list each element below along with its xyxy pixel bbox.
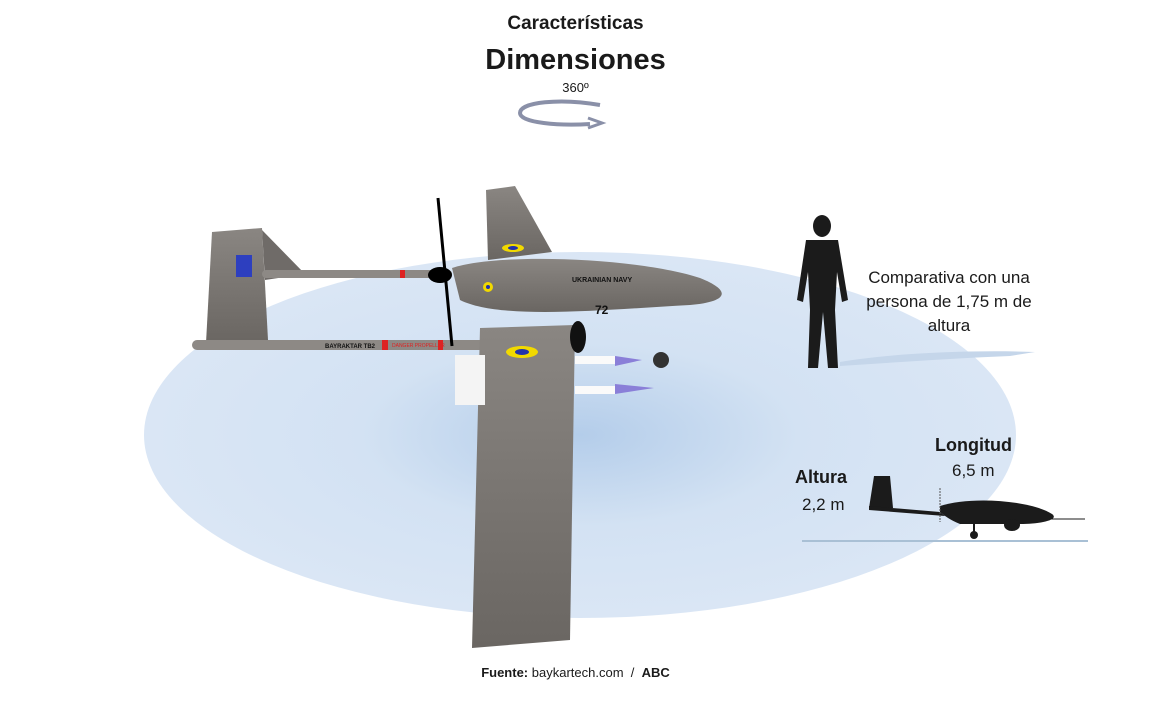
boom-marking: BAYRAKTAR TB2 (325, 344, 376, 350)
kicker: Características (507, 13, 644, 34)
person-comparison-text: Comparativa con una persona de 1,75 m de… (866, 268, 1032, 335)
shadow (840, 351, 1035, 366)
source-outlet: ABC (641, 665, 670, 680)
source-site: baykartech.com (531, 665, 624, 680)
warning-marking: DANGER PROPELLER (392, 343, 445, 349)
person-silhouette (797, 215, 848, 368)
height-label: Altura (795, 467, 848, 487)
source-separator: / (630, 665, 635, 680)
length-value: 6,5 m (952, 461, 995, 480)
source-prefix: Fuente: (481, 665, 529, 680)
tail-number: 72 (595, 303, 609, 317)
page-title: Dimensiones (485, 44, 666, 76)
drone-side-silhouette (869, 476, 1085, 539)
length-label: Longitud (935, 435, 1012, 455)
drone-3d-model[interactable] (192, 186, 722, 648)
rotation-label: 360º (562, 80, 589, 95)
height-value: 2,2 m (802, 495, 845, 514)
source-credit: Fuente: baykartech.com / ABC (0, 665, 1151, 680)
fuselage-marking: UKRAINIAN NAVY (572, 277, 632, 284)
rotate-360-icon[interactable] (517, 99, 607, 130)
